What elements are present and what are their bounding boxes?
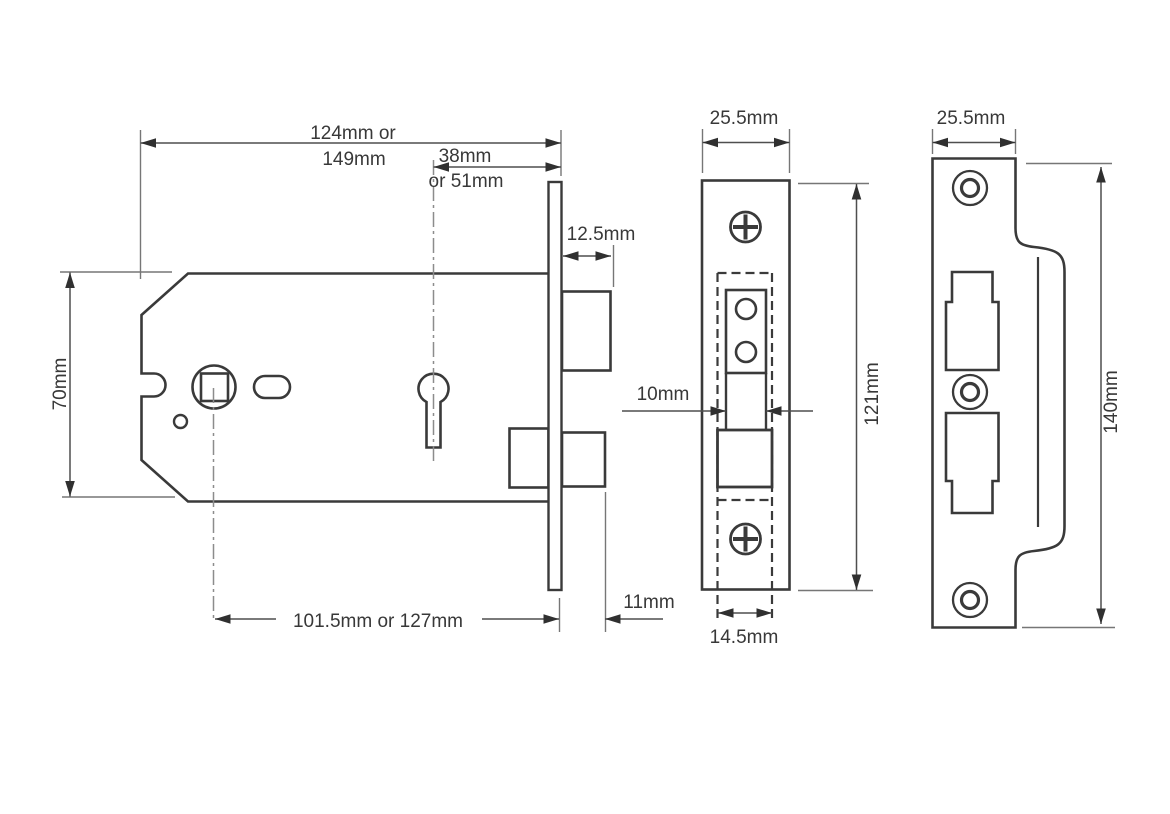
latchbolt-front bbox=[724, 288, 768, 375]
strike-screw-hole-middle-inner bbox=[959, 381, 981, 403]
forend-dimensions: 25.5mm 121mm 10mm 14.5mm bbox=[622, 108, 883, 648]
dim-case-height-label: 70mm bbox=[50, 358, 71, 411]
keyhole bbox=[417, 372, 450, 449]
strike-view bbox=[931, 157, 1066, 629]
spindle-square bbox=[199, 372, 230, 403]
dim-case-length-label-2: 149mm bbox=[322, 149, 385, 170]
fixing-pin-hole bbox=[172, 413, 189, 430]
latchbolt-roller-bottom bbox=[734, 340, 758, 364]
dim-deadbolt-width-label: 14.5mm bbox=[710, 627, 779, 648]
faceplate-side bbox=[547, 180, 563, 592]
strike-screw-hole-bottom-inner bbox=[959, 589, 981, 611]
dim-deadbolt-throw-label: 11mm bbox=[623, 592, 674, 613]
strike-screw-hole-top-inner bbox=[959, 177, 981, 199]
strike-latch-cutout bbox=[944, 270, 1000, 372]
dim-backset-alt-label-2: or 51mm bbox=[429, 171, 504, 192]
dim-backset-alt-label-1: 38mm bbox=[439, 146, 492, 167]
dim-strike-width-label: 25.5mm bbox=[937, 108, 1006, 129]
deadbolt-inner-body bbox=[508, 427, 550, 489]
lock-case-outline bbox=[140, 272, 548, 503]
deadbolt-front bbox=[716, 428, 774, 489]
latchbolt-roller-top bbox=[734, 297, 758, 321]
oval-slot bbox=[252, 374, 292, 400]
side-view-dimensions: 124mm or 149mm 38mm or 51mm 12.5mm 70mm … bbox=[50, 123, 675, 632]
strike-screw-hole-bottom-outer bbox=[951, 581, 989, 619]
dim-strike-height-label: 140mm bbox=[1101, 370, 1122, 433]
strike-deadbolt-cutout bbox=[944, 411, 1000, 515]
dim-forend-height-label: 121mm bbox=[862, 362, 883, 425]
deadbolt-side bbox=[560, 431, 607, 488]
dim-forend-width-label: 25.5mm bbox=[710, 108, 779, 129]
latchbolt-side bbox=[560, 290, 612, 372]
strike-dimensions: 25.5mm 140mm bbox=[931, 108, 1122, 629]
forend-view bbox=[700, 179, 791, 620]
strike-screw-hole-top-outer bbox=[951, 169, 989, 207]
dim-latch-width-label: 10mm bbox=[637, 384, 690, 405]
dim-case-length-label-1: 124mm or bbox=[310, 123, 396, 144]
dim-backset-main-label: 101.5mm or 127mm bbox=[293, 611, 463, 632]
side-view bbox=[140, 160, 612, 622]
strike-screw-hole-middle-outer bbox=[951, 373, 989, 411]
dim-latch-protrusion-label: 12.5mm bbox=[567, 224, 636, 245]
strike-plate-outline bbox=[931, 157, 1066, 629]
